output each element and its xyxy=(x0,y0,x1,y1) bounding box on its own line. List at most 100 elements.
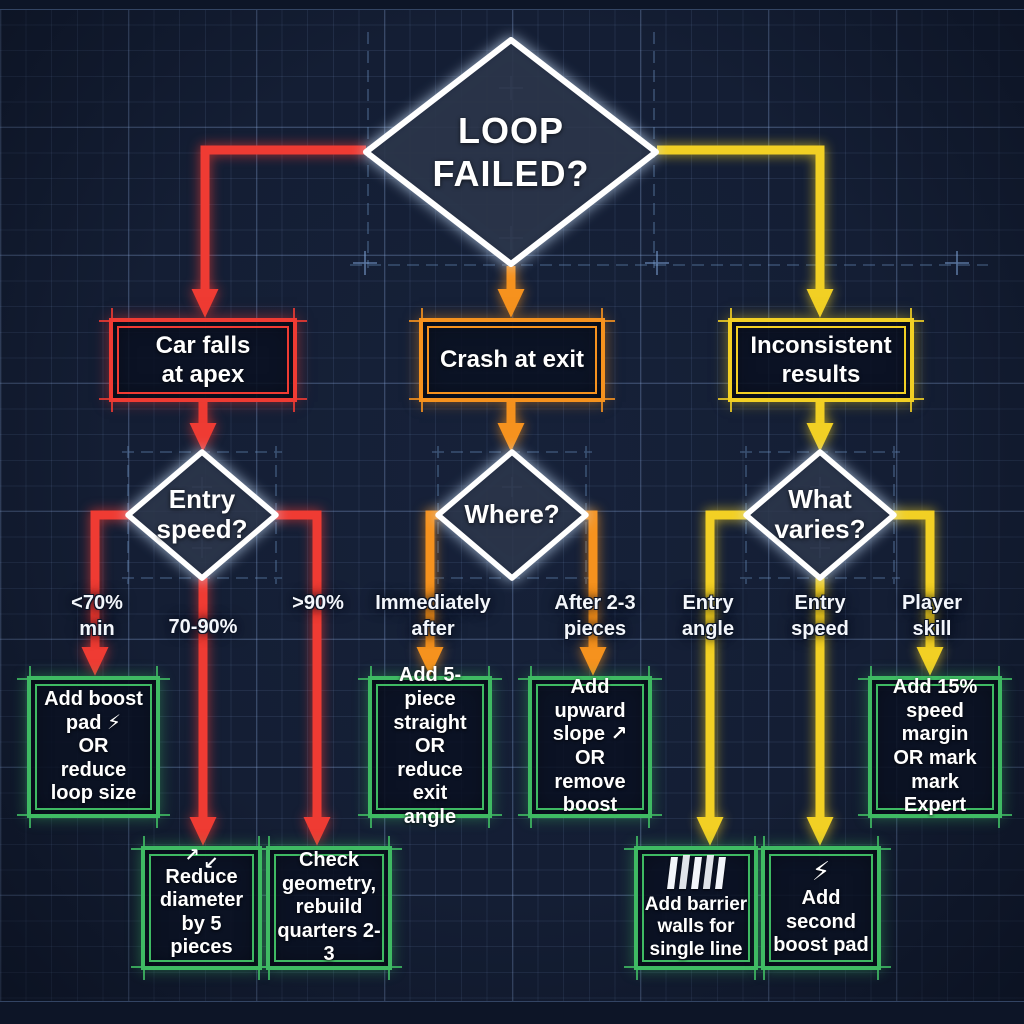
corner-tick xyxy=(858,678,871,680)
symptom-crash-exit-box: Crash at exit xyxy=(409,308,615,412)
corner-tick xyxy=(293,399,295,412)
corner-tick xyxy=(878,848,891,850)
corner-tick xyxy=(111,399,113,412)
corner-tick xyxy=(530,815,532,828)
condition-entry-speed: Entry speed xyxy=(791,592,849,640)
corner-tick xyxy=(409,398,422,400)
corner-tick xyxy=(754,836,756,849)
corner-tick xyxy=(388,836,390,849)
corner-tick xyxy=(718,320,731,322)
corner-tick xyxy=(602,320,615,322)
action-reduce-diameter-box: ↙↗ Reduce diameter by 5 pieces xyxy=(131,836,272,980)
corner-tick xyxy=(421,308,423,321)
corner-tick xyxy=(99,320,112,322)
corner-tick xyxy=(718,398,731,400)
corner-tick xyxy=(17,814,30,816)
corner-tick xyxy=(143,836,145,849)
condition-70-90: 70-90% xyxy=(168,616,238,638)
corner-tick xyxy=(156,815,158,828)
corner-tick xyxy=(877,836,879,849)
action-reduce-diameter-label: Reduce diameter by 5 pieces xyxy=(159,865,244,959)
action-add-straight-label: Add 5-piece straight OR reduce exit angl… xyxy=(393,664,467,828)
condition-after-2-3: After 2-3 pieces xyxy=(554,592,636,640)
corner-tick xyxy=(751,966,764,968)
action-speed-margin-box: Add 15% speed margin OR mark mark Expert xyxy=(858,666,1012,828)
corner-tick xyxy=(624,966,637,968)
corner-tick xyxy=(489,814,502,816)
corner-tick xyxy=(157,814,170,816)
action-upward-slope-label: Add upward slope ↗ OR remove boost xyxy=(552,676,628,817)
corner-tick xyxy=(293,308,295,321)
corner-tick xyxy=(131,848,144,850)
corner-tick xyxy=(488,815,490,828)
corner-tick xyxy=(358,814,371,816)
condition-immediately-after: Immediately after xyxy=(375,592,491,640)
root-decision-diamond xyxy=(363,37,659,267)
corner-tick xyxy=(388,967,390,980)
entry-speed-question: Entry speed? xyxy=(156,484,248,544)
red-branch-connectors xyxy=(81,145,366,846)
corner-tick xyxy=(268,967,270,980)
symptom-inconsistent-box: Inconsistent results xyxy=(718,308,924,412)
corner-tick xyxy=(601,308,603,321)
corner-tick xyxy=(998,666,1000,679)
condition-over-90: >90% xyxy=(292,592,344,614)
corner-tick xyxy=(258,836,260,849)
corner-tick xyxy=(911,398,924,400)
condition-under-70: <70% min xyxy=(71,592,123,640)
condition-player-skill: Player skill xyxy=(901,592,963,640)
corner-tick xyxy=(358,678,371,680)
shrink-diameter-icon: ↙↗ xyxy=(184,844,219,873)
corner-tick xyxy=(518,814,531,816)
corner-tick xyxy=(370,815,372,828)
boost-bolt-icon: ⚡ xyxy=(811,856,831,887)
symptom-car-falls-label: Car falls at apex xyxy=(155,331,251,388)
corner-tick xyxy=(648,815,650,828)
corner-tick xyxy=(999,814,1012,816)
action-add-boost-pad-box: Add boost pad ⚡ OR reduce loop size xyxy=(17,666,170,828)
corner-tick xyxy=(601,399,603,412)
corner-tick xyxy=(648,666,650,679)
corner-tick xyxy=(999,678,1012,680)
corner-tick xyxy=(143,967,145,980)
action-check-geometry-label: Check geometry, rebuild quarters 2-3 xyxy=(277,849,381,966)
symptom-car-falls-box: Car falls at apex xyxy=(99,308,307,412)
entry-speed-diamond xyxy=(125,449,279,581)
corner-tick xyxy=(649,678,662,680)
corner-tick xyxy=(530,666,532,679)
what-varies-diamond xyxy=(743,449,897,581)
corner-tick xyxy=(649,814,662,816)
corner-tick xyxy=(911,320,924,322)
corner-tick xyxy=(156,666,158,679)
corner-tick xyxy=(754,967,756,980)
corner-tick xyxy=(99,398,112,400)
corner-tick xyxy=(268,836,270,849)
corner-tick xyxy=(518,678,531,680)
corner-tick xyxy=(870,815,872,828)
barrier-walls-icon xyxy=(666,854,726,889)
yellow-branch-connectors xyxy=(657,145,944,846)
corner-tick xyxy=(421,399,423,412)
where-diamond xyxy=(435,449,589,581)
corner-tick xyxy=(624,848,637,850)
symptom-inconsistent-label: Inconsistent results xyxy=(750,331,892,388)
where-question: Where? xyxy=(464,499,560,530)
corner-tick xyxy=(730,308,732,321)
corner-tick xyxy=(877,967,879,980)
corner-tick xyxy=(370,666,372,679)
what-varies-question: What varies? xyxy=(774,484,866,544)
corner-tick xyxy=(29,666,31,679)
action-add-straight-box: Add 5-piece straight OR reduce exit angl… xyxy=(358,664,502,828)
action-add-boost-pad-label: Add boost pad ⚡ OR reduce loop size xyxy=(44,688,143,805)
corner-tick xyxy=(17,678,30,680)
action-barrier-walls-box: Add barrier walls for single line xyxy=(624,836,768,980)
action-check-geometry-box: Check geometry, rebuild quarters 2-3 xyxy=(256,836,402,980)
action-barrier-walls-label: Add barrier walls for single line xyxy=(644,893,748,960)
condition-entry-angle: Entry angle xyxy=(681,592,735,640)
corner-tick xyxy=(256,848,269,850)
corner-tick xyxy=(910,399,912,412)
top-edge-band xyxy=(0,0,1024,10)
corner-tick xyxy=(878,966,891,968)
